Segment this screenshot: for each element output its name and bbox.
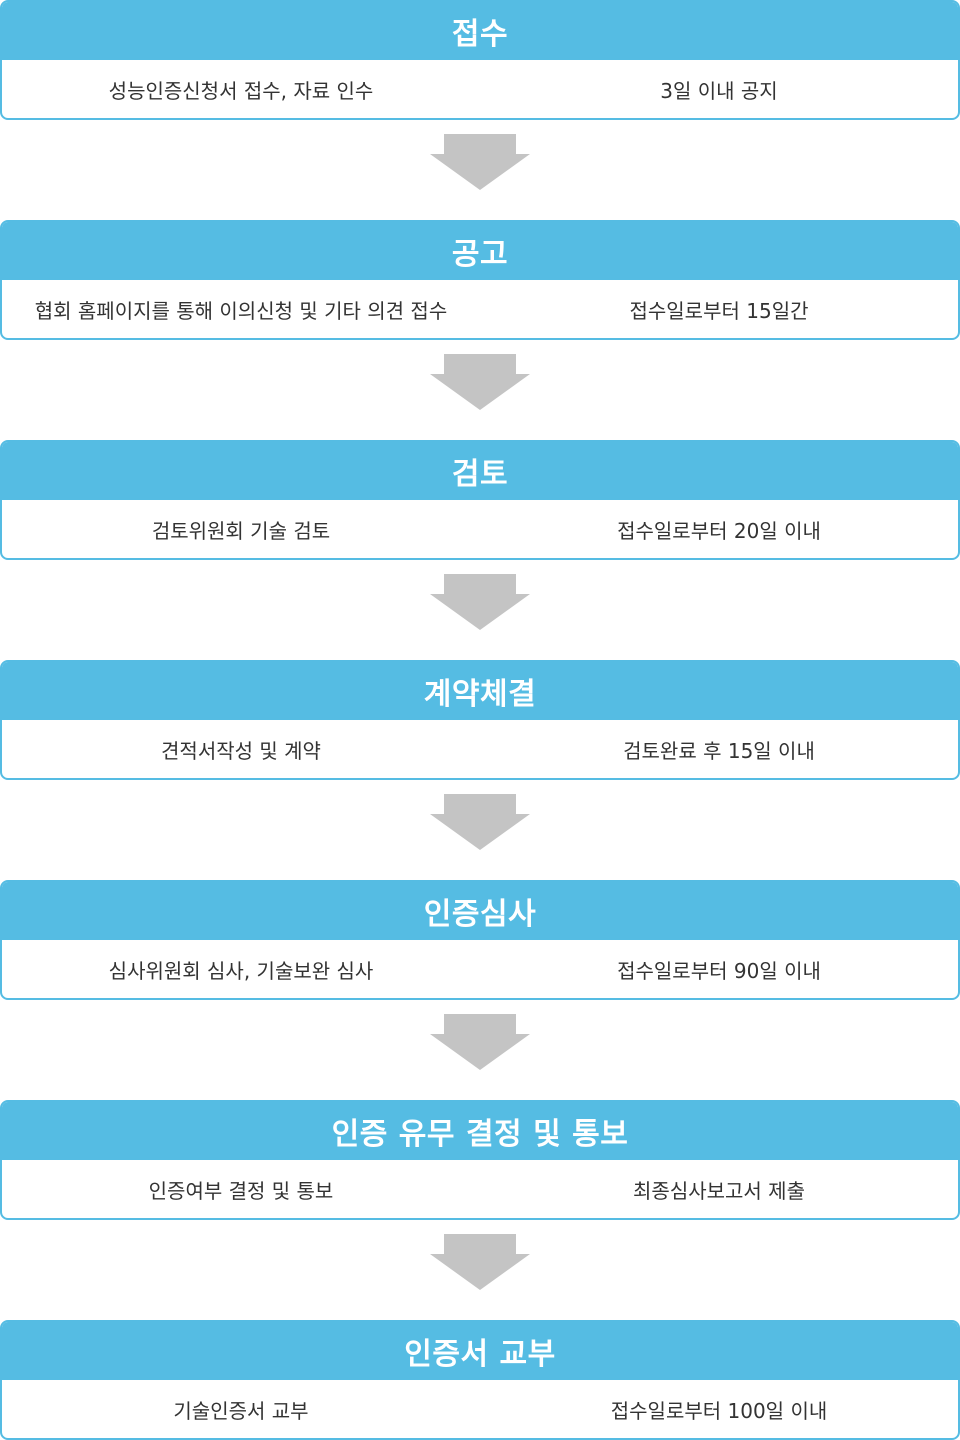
step-duration: 검토완료 후 15일 이내 [623, 738, 815, 763]
step-title: 검토 [2, 442, 958, 500]
step-description: 협회 홈페이지를 통해 이의신청 및 기타 의견 접수 [34, 298, 448, 323]
down-arrow-icon [430, 794, 530, 850]
step-description: 심사위원회 심사, 기술보완 심사 [108, 958, 374, 983]
down-arrow-icon [430, 134, 530, 190]
step-body: 견적서작성 및 계약 검토완료 후 15일 이내 [2, 720, 958, 778]
down-arrow-icon [430, 1014, 530, 1070]
step-duration: 3일 이내 공지 [660, 78, 778, 103]
step-duration: 최종심사보고서 제출 [633, 1178, 805, 1203]
step-title: 인증 유무 결정 및 통보 [2, 1102, 958, 1160]
down-arrow-icon [430, 574, 530, 630]
step-description: 인증여부 결정 및 통보 [148, 1178, 334, 1203]
step-duration: 접수일로부터 15일간 [629, 298, 809, 323]
step-body: 인증여부 결정 및 통보 최종심사보고서 제출 [2, 1160, 958, 1218]
step-body: 협회 홈페이지를 통해 이의신청 및 기타 의견 접수 접수일로부터 15일간 [2, 280, 958, 338]
step-certificate-issue: 인증서 교부 기술인증서 교부 접수일로부터 100일 이내 [0, 1320, 960, 1440]
step-duration: 접수일로부터 90일 이내 [617, 958, 821, 983]
step-body: 검토위원회 기술 검토 접수일로부터 20일 이내 [2, 500, 958, 558]
step-description: 기술인증서 교부 [173, 1398, 309, 1423]
step-duration: 접수일로부터 100일 이내 [610, 1398, 828, 1423]
step-contract: 계약체결 견적서작성 및 계약 검토완료 후 15일 이내 [0, 660, 960, 780]
step-body: 성능인증신청서 접수, 자료 인수 3일 이내 공지 [2, 60, 958, 118]
step-description: 견적서작성 및 계약 [161, 738, 321, 763]
step-title: 계약체결 [2, 662, 958, 720]
step-body: 심사위원회 심사, 기술보완 심사 접수일로부터 90일 이내 [2, 940, 958, 998]
step-title: 인증심사 [2, 882, 958, 940]
step-description: 성능인증신청서 접수, 자료 인수 [108, 78, 374, 103]
step-review: 검토 검토위원회 기술 검토 접수일로부터 20일 이내 [0, 440, 960, 560]
down-arrow-icon [430, 354, 530, 410]
step-title: 공고 [2, 222, 958, 280]
step-certification-review: 인증심사 심사위원회 심사, 기술보완 심사 접수일로부터 90일 이내 [0, 880, 960, 1000]
step-receipt: 접수 성능인증신청서 접수, 자료 인수 3일 이내 공지 [0, 0, 960, 120]
step-duration: 접수일로부터 20일 이내 [617, 518, 821, 543]
step-title: 인증서 교부 [2, 1322, 958, 1380]
step-body: 기술인증서 교부 접수일로부터 100일 이내 [2, 1380, 958, 1438]
step-announcement: 공고 협회 홈페이지를 통해 이의신청 및 기타 의견 접수 접수일로부터 15… [0, 220, 960, 340]
step-title: 접수 [2, 2, 958, 60]
down-arrow-icon [430, 1234, 530, 1290]
step-description: 검토위원회 기술 검토 [151, 518, 331, 543]
step-decision-notice: 인증 유무 결정 및 통보 인증여부 결정 및 통보 최종심사보고서 제출 [0, 1100, 960, 1220]
